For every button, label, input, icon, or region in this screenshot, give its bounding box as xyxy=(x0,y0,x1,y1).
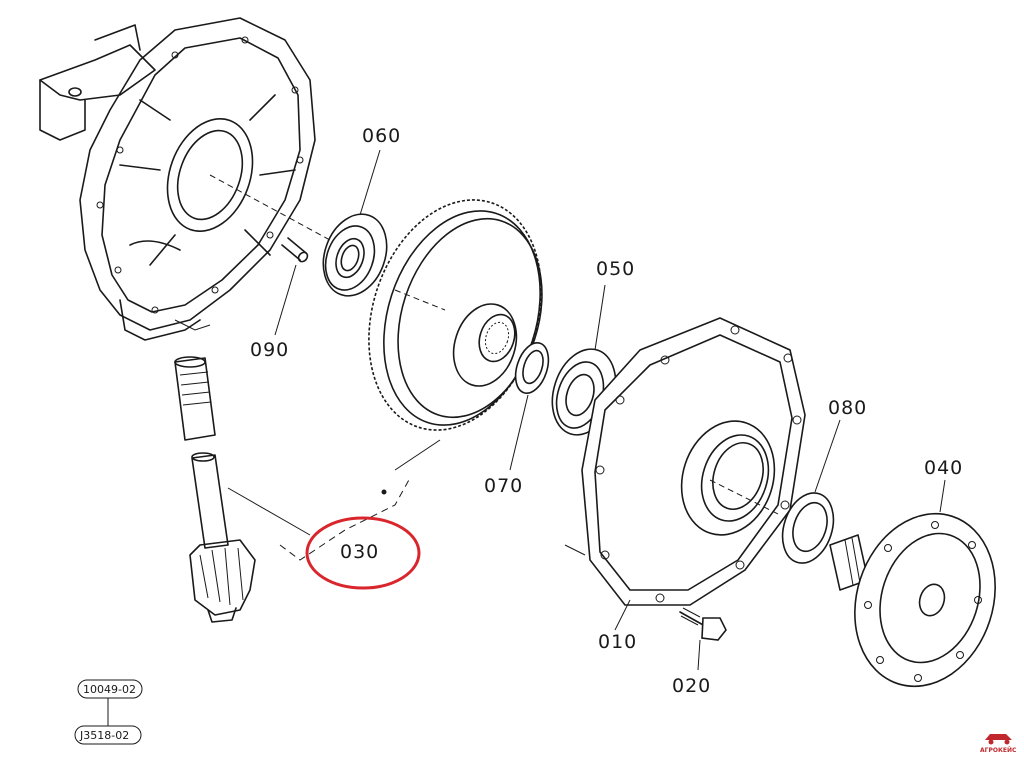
bevel-gear xyxy=(368,199,543,495)
part-labels: 060 050 090 070 080 040 030 010 020 xyxy=(250,125,963,697)
seal-080 xyxy=(781,419,841,564)
label-030: 030 xyxy=(340,541,379,563)
cover-plate-010 xyxy=(581,317,806,631)
highlight-circle-030 xyxy=(305,516,421,590)
label-010: 010 xyxy=(598,631,637,653)
pinion-shaft xyxy=(174,356,311,623)
axis-lines xyxy=(209,174,781,561)
seal-070 xyxy=(509,342,550,471)
label-020: 020 xyxy=(672,675,711,697)
label-060: 060 xyxy=(362,125,401,147)
bolt-020 xyxy=(679,607,727,671)
reference-1: 10049-02 xyxy=(83,683,136,696)
reference-numbers: 10049-02 J3518-02 xyxy=(74,679,143,745)
reference-2: J3518-02 xyxy=(79,729,129,742)
gearbox-housing xyxy=(39,17,316,341)
label-040: 040 xyxy=(924,457,963,479)
label-050: 050 xyxy=(596,258,635,280)
flange-040 xyxy=(829,479,996,688)
label-090: 090 xyxy=(250,339,289,361)
watermark-text: АГРОКЕЙС xyxy=(980,746,1017,754)
pin-090 xyxy=(274,237,309,336)
bearing-060 xyxy=(322,149,388,297)
label-070: 070 xyxy=(484,475,523,497)
watermark-logo: АГРОКЕЙС xyxy=(980,734,1017,754)
label-080: 080 xyxy=(828,397,867,419)
